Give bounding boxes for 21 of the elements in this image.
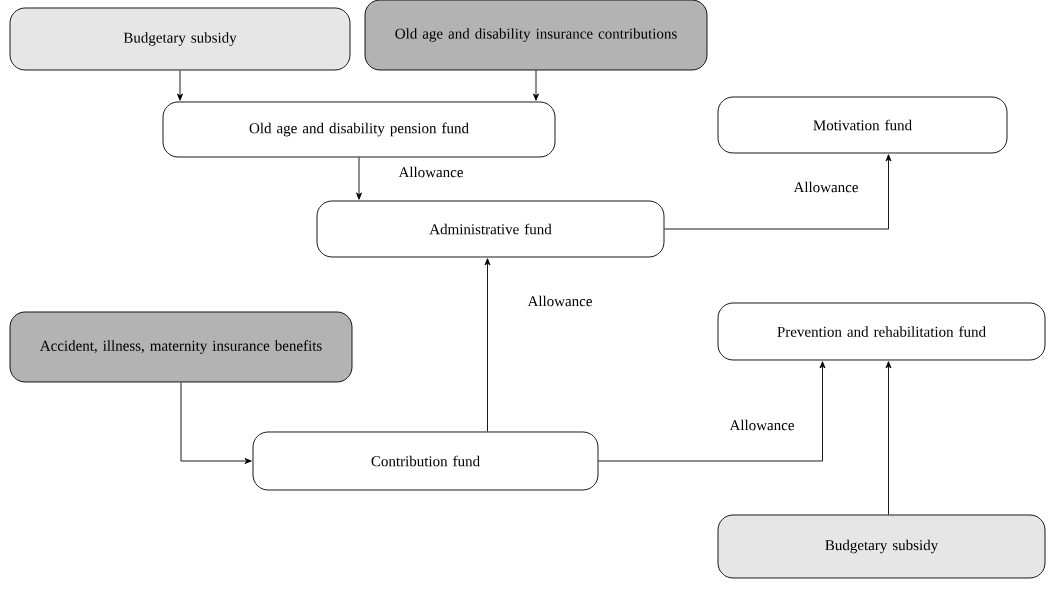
edge-label: Allowance: [397, 165, 465, 179]
fund-box: Old age and disability pension fund: [162, 101, 556, 158]
edge-label: Allowance: [792, 180, 860, 194]
arrow: [180, 382, 252, 464]
fund-box: Old age and disability insurance contributions: [364, 0, 708, 71]
edge-label: Allowance: [728, 418, 796, 432]
arrow: [598, 361, 826, 462]
fund-box: Prevention and rehabilitation fund: [717, 302, 1046, 361]
arrow: [533, 70, 539, 101]
fund-box: Motivation fund: [717, 96, 1008, 154]
edge-label: Allowance: [526, 294, 594, 308]
fund-box: Budgetary subsidy: [9, 7, 351, 71]
arrow: [484, 258, 491, 432]
arrow: [885, 361, 892, 515]
fund-box: Administrative fund: [316, 200, 665, 258]
fund-box: Budgetary subsidy: [717, 514, 1046, 579]
arrow: [356, 157, 362, 200]
fund-box: Accident, illness, maternity insurance benefits: [9, 311, 353, 383]
fund-box: Contribution fund: [252, 431, 599, 491]
arrow: [177, 70, 183, 101]
arrow: [664, 154, 892, 230]
